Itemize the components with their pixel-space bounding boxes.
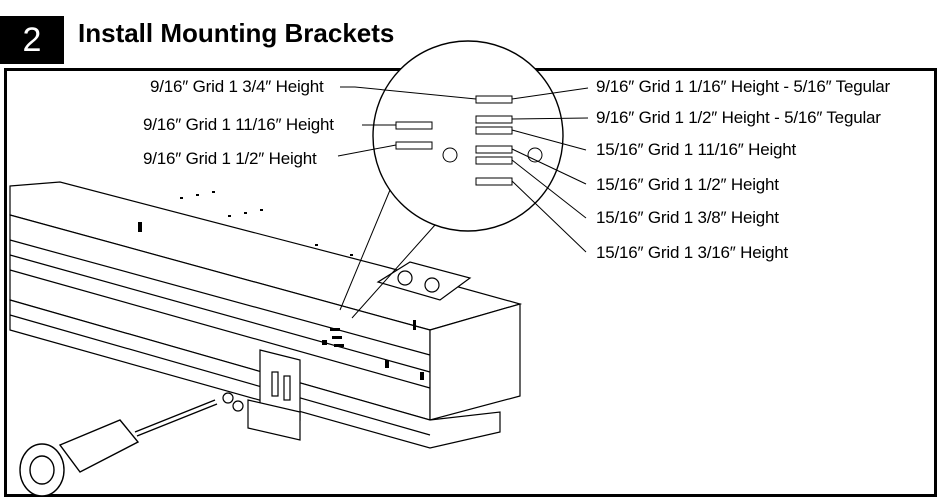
- top-face-holes: [138, 191, 424, 380]
- callout-right-2: 9/16″ Grid 1 1/2″ Height - 5/16″ Tegular: [596, 108, 881, 127]
- mounting-bracket: [247, 349, 301, 441]
- junction-box: [376, 261, 472, 301]
- fixture-end-face: [429, 303, 521, 421]
- screws: [222, 392, 244, 412]
- callout-left-3: 9/16″ Grid 1 1/2″ Height: [143, 149, 317, 168]
- screwdriver-icon: [19, 399, 218, 497]
- callout-right-1: 9/16″ Grid 1 1/16″ Height - 5/16″ Tegula…: [596, 77, 890, 96]
- step-number-badge: 2: [0, 16, 64, 64]
- lens-channel: [9, 299, 501, 449]
- callout-left-2: 9/16″ Grid 1 11/16″ Height: [143, 115, 334, 134]
- callout-right-4: 15/16″ Grid 1 1/2″ Height: [596, 175, 779, 194]
- detail-magnifier: [339, 40, 564, 319]
- step-title: Install Mounting Brackets: [78, 18, 395, 48]
- side-bracket-slots: [322, 328, 344, 347]
- callout-right-6: 15/16″ Grid 1 3/16″ Height: [596, 243, 789, 262]
- callout-left-1: 9/16″ Grid 1 3/4″ Height: [150, 77, 324, 96]
- leader-lines: [337, 86, 589, 253]
- callout-right-3: 15/16″ Grid 1 11/16″ Height: [596, 140, 797, 159]
- callout-right-5: 15/16″ Grid 1 3/8″ Height: [596, 208, 779, 227]
- fixture-housing: [9, 181, 523, 449]
